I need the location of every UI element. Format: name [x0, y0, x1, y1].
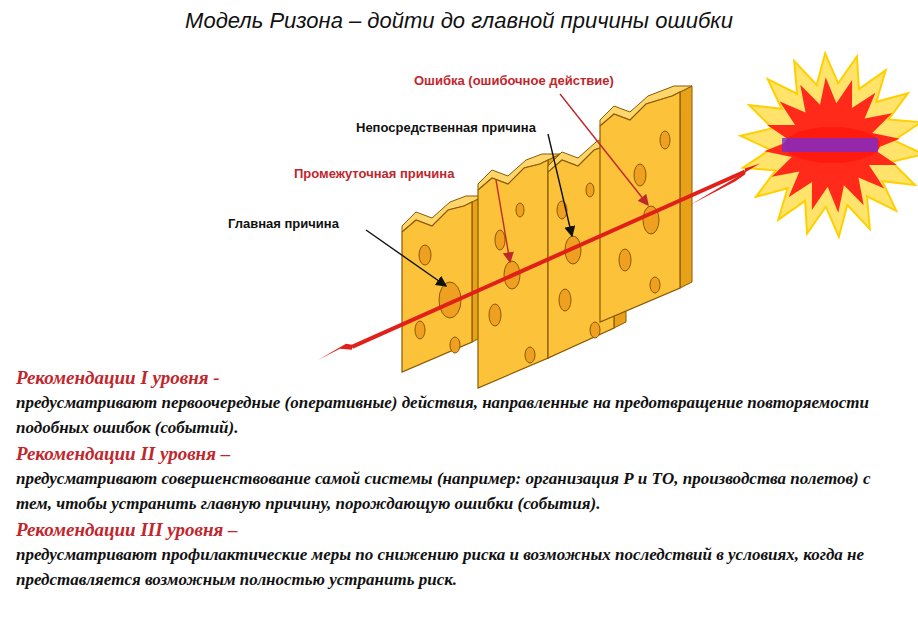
- cheese-hole: [590, 322, 600, 338]
- cheese-hole: [495, 230, 505, 250]
- cheese-hole: [660, 131, 670, 149]
- recommendations: Рекомендации I уровня -предусматривают п…: [16, 366, 902, 594]
- recommendation-heading: Рекомендации II уровня –: [16, 442, 902, 466]
- leader-line: [560, 94, 648, 205]
- cheese-hole: [489, 304, 501, 326]
- explosion-outer: [740, 53, 918, 236]
- callout-label: Непосредственная причина: [354, 120, 538, 135]
- ray-line: [352, 172, 745, 347]
- ray-tail: [318, 344, 352, 360]
- cheese-hole: [450, 337, 460, 353]
- callout-label: Промежуточная причина: [292, 166, 456, 181]
- slice-front: [402, 202, 472, 372]
- recommendation-heading: Рекомендации III уровня –: [16, 518, 902, 542]
- leader-line: [496, 180, 510, 262]
- cheese-hole: [516, 203, 524, 217]
- title: Модель Ризона – дойти до главной причины…: [0, 8, 918, 34]
- cheese-hole: [525, 347, 535, 363]
- leader-line: [548, 134, 572, 236]
- cheese-hole: [415, 321, 425, 339]
- cheese-hole: [419, 245, 431, 265]
- cheese-slice: [600, 86, 692, 322]
- callout-label: Главная причина: [226, 216, 341, 231]
- slice-side: [680, 86, 692, 288]
- cheese-hole: [586, 183, 594, 197]
- explosion-inner: [764, 77, 899, 212]
- recommendation-body: предусматривают профилактические меры по…: [16, 542, 902, 592]
- callout-label: Ошибка (ошибочное действие): [412, 73, 616, 88]
- cheese-hole: [559, 289, 571, 311]
- explosion-band: [782, 138, 878, 152]
- hazard-ray: [318, 164, 760, 360]
- cheese-hole: [634, 164, 646, 186]
- explosion: [740, 53, 918, 236]
- recommendation-heading: Рекомендации I уровня -: [16, 366, 902, 390]
- cheese-hole: [619, 249, 631, 271]
- leader-line: [366, 230, 446, 286]
- ray-head: [690, 164, 760, 205]
- cheese-hole: [650, 277, 660, 293]
- recommendation-body: предусматривают первоочередные (оператив…: [16, 390, 902, 440]
- recommendation-body: предусматривают совершенствование самой …: [16, 466, 902, 516]
